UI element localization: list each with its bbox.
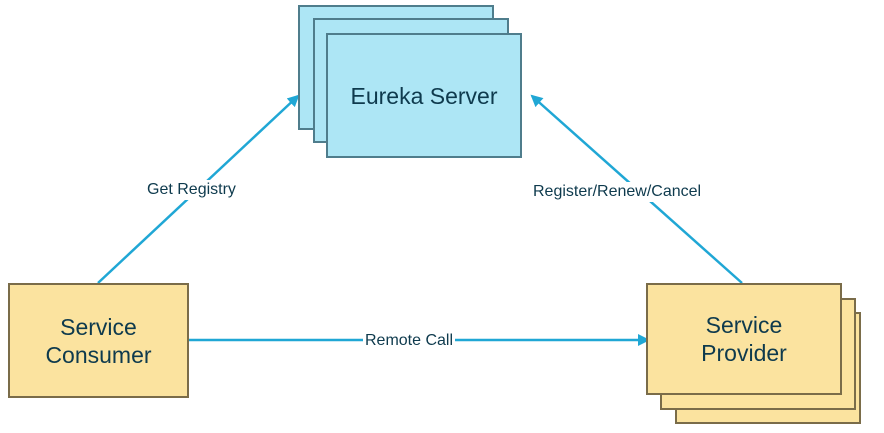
service-provider-line1: Service bbox=[705, 312, 783, 338]
service-consumer-node: Service Consumer bbox=[8, 283, 189, 398]
eureka-server-node: Eureka Server bbox=[326, 33, 522, 158]
service-provider-line2: Provider bbox=[701, 340, 787, 366]
service-provider-label: Service Provider bbox=[648, 311, 840, 367]
service-consumer-line1: Service bbox=[60, 313, 137, 340]
get-registry-label: Get Registry bbox=[145, 180, 238, 200]
remote-call-label: Remote Call bbox=[363, 331, 456, 351]
service-provider-node: Service Provider bbox=[646, 283, 842, 395]
eureka-server-label: Eureka Server bbox=[350, 82, 498, 109]
service-consumer-label: Service Consumer bbox=[10, 313, 187, 369]
service-consumer-line2: Consumer bbox=[45, 341, 152, 368]
register-renew-cancel-label: Register/Renew/Cancel bbox=[531, 182, 704, 202]
